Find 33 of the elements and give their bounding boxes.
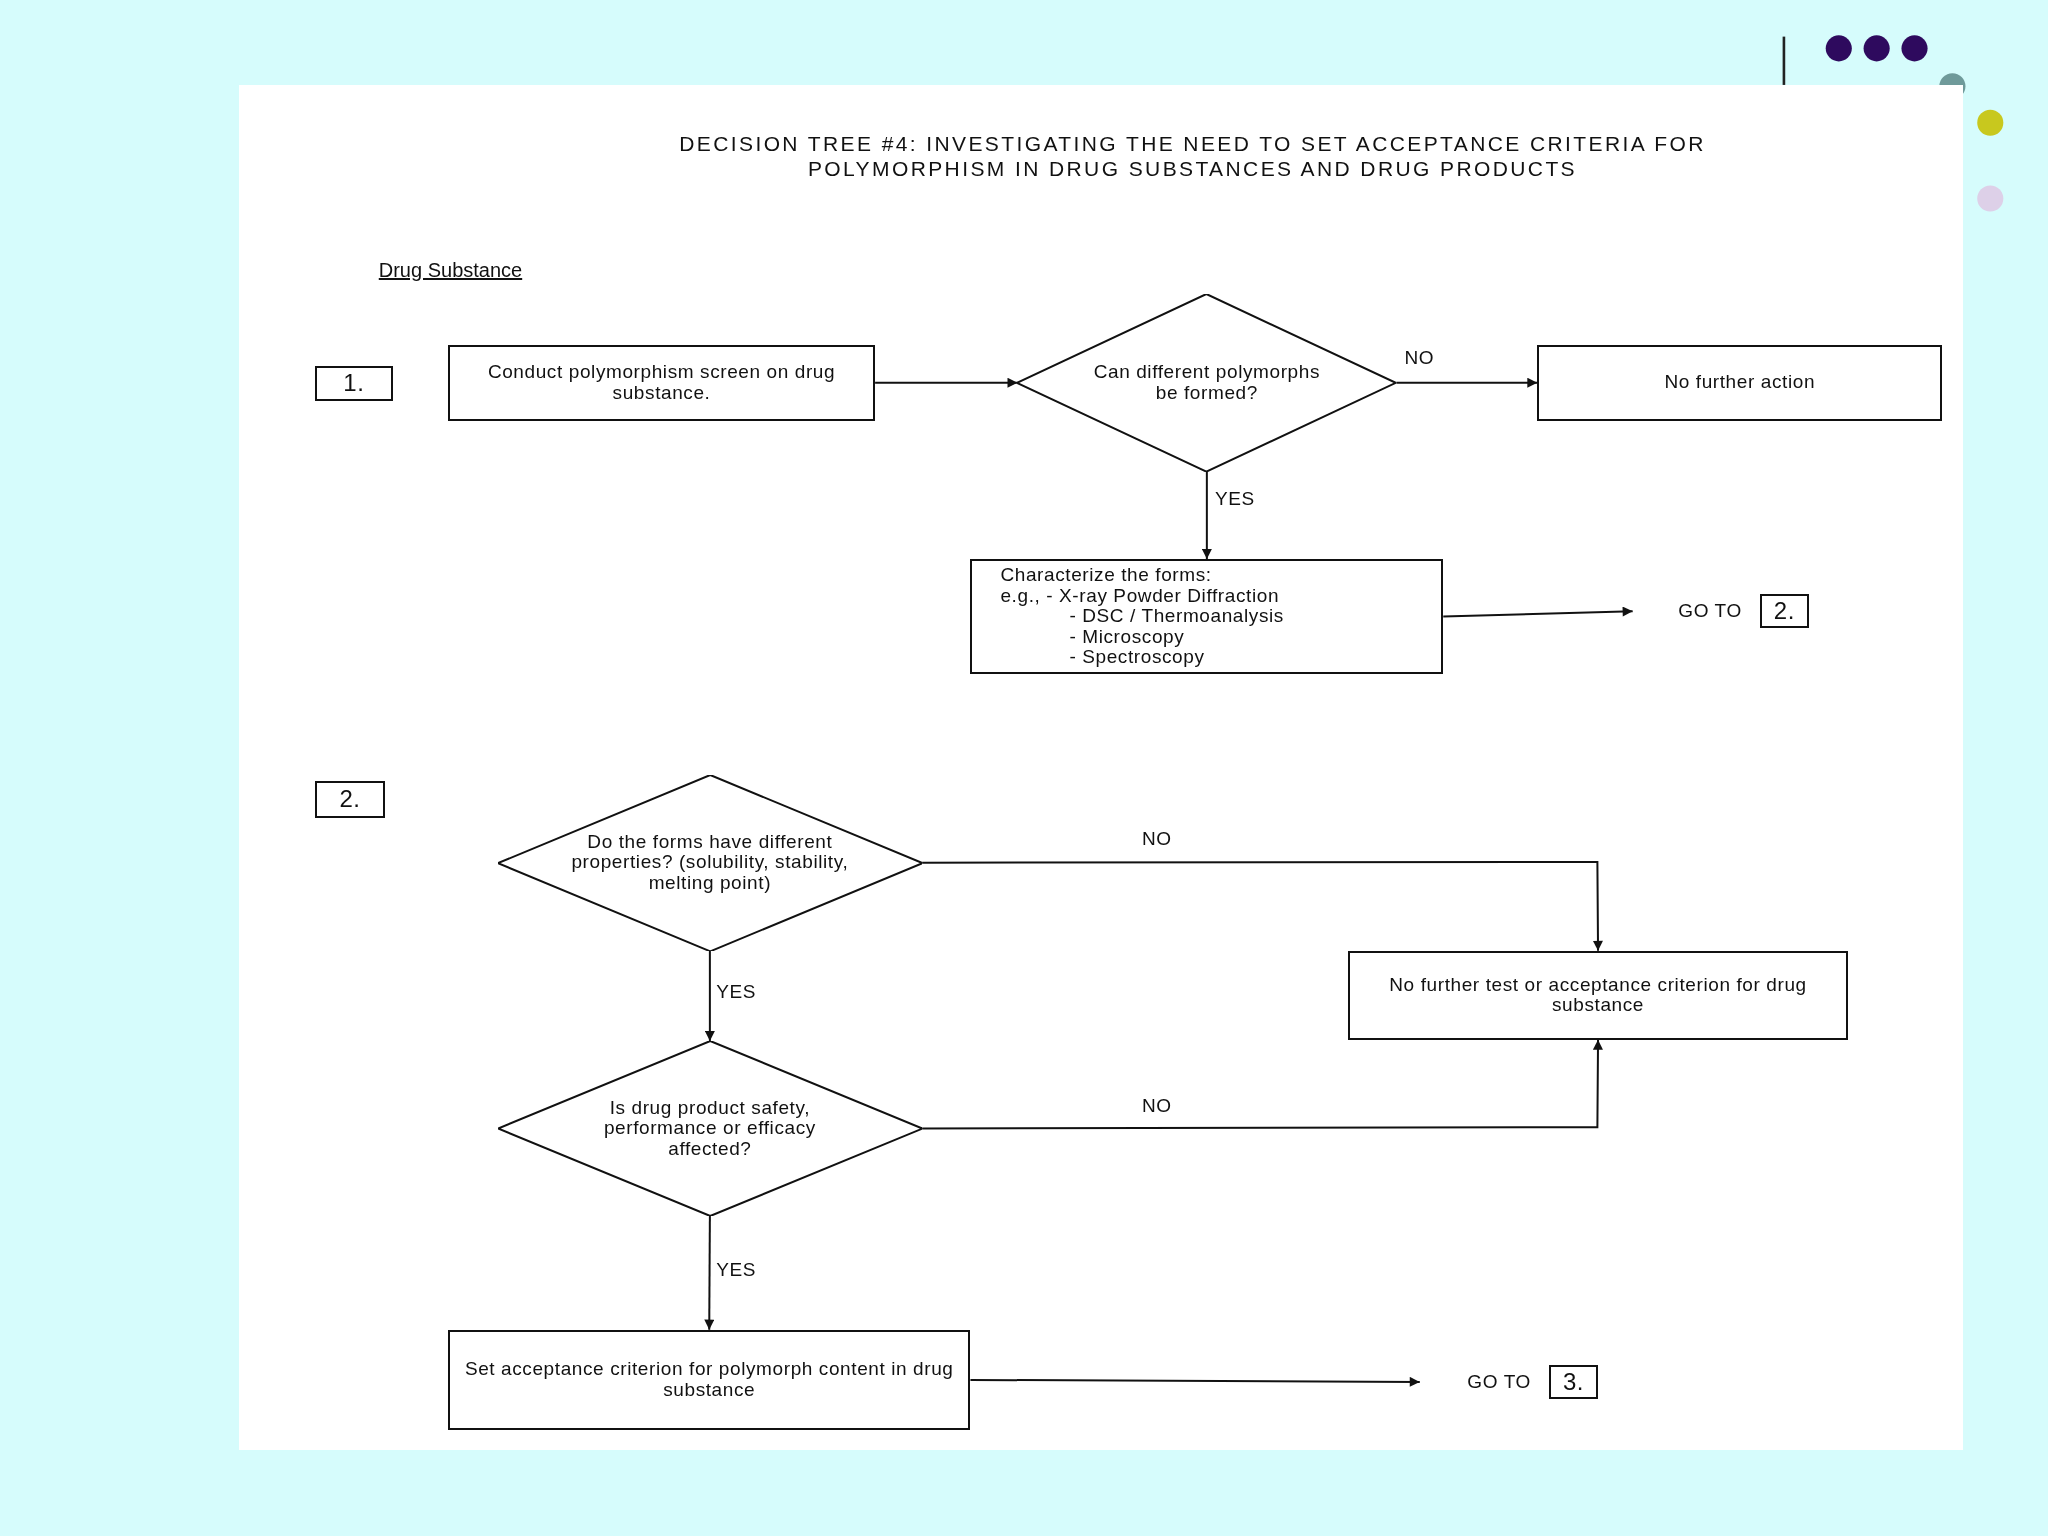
arrow bbox=[921, 1038, 1603, 1130]
step-number: 2. bbox=[1759, 594, 1810, 629]
goto-text: GO TO bbox=[1678, 601, 1742, 622]
step-number: 2. bbox=[314, 781, 386, 818]
node-text: Do the forms have different properties? (solubility, stability, melting point) bbox=[570, 831, 850, 894]
arrow bbox=[1201, 470, 1212, 560]
list-item: - Microscopy bbox=[1068, 626, 1185, 648]
arrow bbox=[921, 861, 1603, 952]
process-box: No further action bbox=[1537, 344, 1943, 421]
process-box: No further test or acceptance criterion for drug substance bbox=[1347, 950, 1849, 1040]
decision-diamond bbox=[497, 774, 923, 951]
list-item: - DSC / Thermoanalysis bbox=[1069, 606, 1284, 627]
arrow bbox=[1395, 377, 1539, 388]
arrow bbox=[704, 1215, 715, 1331]
step-number: 1. bbox=[314, 365, 394, 401]
process-box: Set acceptance criterion for polymorph content in drug substance bbox=[448, 1329, 971, 1431]
node-text: Can different polymorphs be formed? bbox=[1092, 362, 1321, 404]
arrow bbox=[1442, 606, 1634, 618]
goto-text: GO TO bbox=[1467, 1371, 1531, 1393]
diagram-title: DECISION TREE #4: INVESTIGATING THE NEED TO SET ACCEPTANCE CRITERIA FOR POLYMORPHISM IN DRUG SUBSTANCES AND DRUG PRODUCTS bbox=[678, 130, 1707, 182]
decision-diamond bbox=[1017, 293, 1397, 472]
list-item: - Spectroscopy bbox=[1068, 647, 1205, 668]
node-text: Is drug product safety, performance or efficacy affected? bbox=[602, 1097, 817, 1160]
step-number: 3. bbox=[1548, 1364, 1599, 1399]
decision-diamond bbox=[497, 1040, 923, 1216]
list-item: e.g., - X-ray Powder Diffraction bbox=[1000, 585, 1280, 607]
arrow bbox=[874, 377, 1019, 388]
arrow bbox=[704, 949, 715, 1042]
process-box: Conduct polymorphism screen on drug substance. bbox=[448, 344, 876, 421]
section-heading: Drug Substance bbox=[378, 258, 523, 282]
node-text: Characterize the forms: bbox=[1000, 565, 1212, 586]
arrow bbox=[969, 1376, 1421, 1387]
process-box bbox=[970, 559, 1444, 674]
